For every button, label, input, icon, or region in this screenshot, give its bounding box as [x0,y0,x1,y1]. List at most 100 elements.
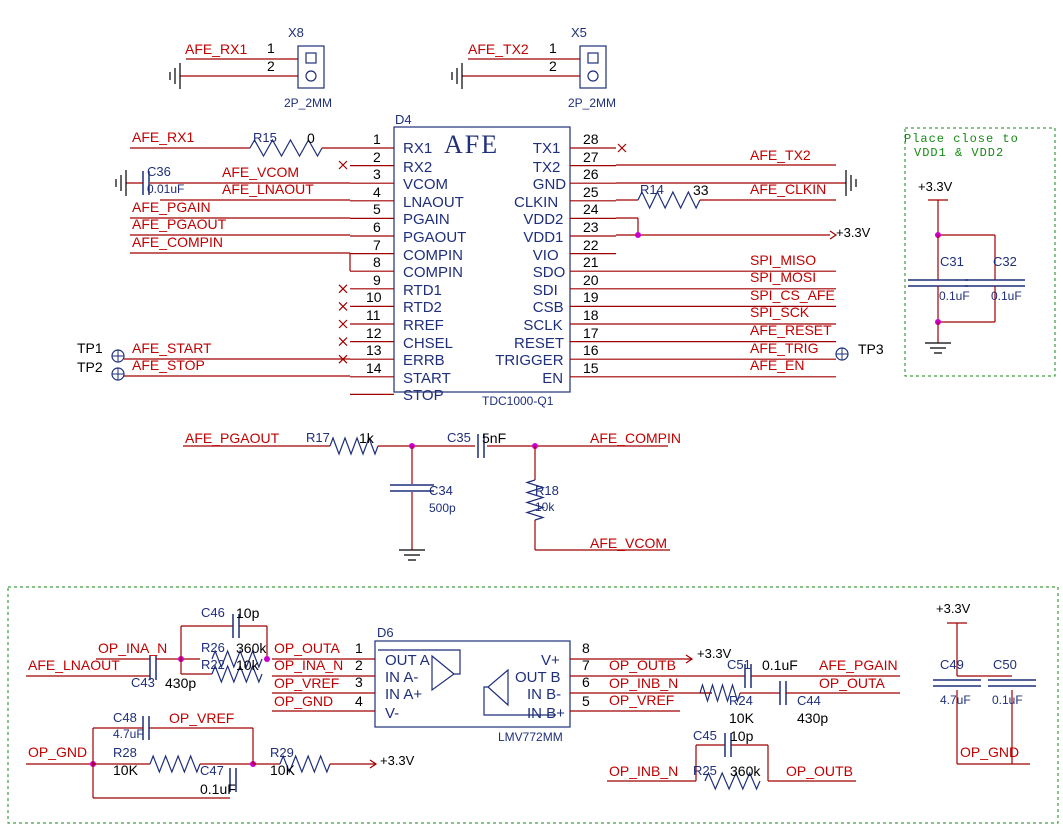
net-op-outb-2: OP_OUTB [786,763,853,779]
op-supply-arrow [685,654,694,664]
net-afe-tx2: AFE_TX2 [750,147,811,163]
r14-ref: R14 [640,182,664,197]
x5-ground [451,63,463,89]
x8-footprint: 2P_2MM [284,96,333,110]
c46-ref: C46 [201,605,225,620]
x5-net: AFE_TX2 [468,41,529,57]
supply-arrow [829,230,838,240]
c36-ref: C36 [147,164,171,179]
r29-resistor [279,754,331,774]
outa-junction [264,656,270,662]
afe-pin-num-12: 12 [366,324,382,341]
afe-pin-name-rref: RREF [403,317,444,334]
net-spi-sck: SPI_SCK [750,304,810,320]
filter-in-net: AFE_PGAOUT [185,430,280,446]
c47-ref: C47 [200,763,224,778]
net-op-vref-2: OP_VREF [169,710,235,726]
x8-ground [169,63,181,89]
r24-value: 10K [729,710,754,726]
afe-pin-name-rx2: RX2 [403,158,433,176]
op-body [374,640,571,728]
afe-pin-name-sdi: SDI [532,281,558,299]
afe-pin-num-27: 27 [583,148,599,165]
net-afe-vcom: AFE_VCOM [222,164,300,180]
net-op-ina-n-2: OP_INA_N [274,657,344,673]
net-op-vref-3: OP_VREF [609,692,675,708]
afe-pin-num-24: 24 [583,201,599,218]
afe-pin-num-8: 8 [373,254,381,271]
c48-value: 4.7uF [113,727,144,741]
x8-pin2-circle [305,70,317,82]
afe-gnd-symbol [845,170,857,196]
r14-value: 33 [693,182,709,198]
c35-ref: C35 [447,430,471,445]
afe-pin-num-1: 1 [373,131,381,147]
r29-supply-arrow [369,759,378,769]
c49-capacitor [933,679,981,687]
net-afe-stop: AFE_STOP [132,357,205,373]
r26-value: 360k [236,640,267,656]
r26-resistor [211,649,263,669]
op-pin-num-4: 4 [355,693,363,709]
afe-pin-num-15: 15 [583,359,599,376]
c51-ref: C51 [727,657,751,672]
c50-capacitor [988,679,1036,687]
afe-pin-name-compin: COMPIN [403,264,463,282]
afe-pin-name-rx1: RX1 [403,140,433,157]
c32-capacitor [965,279,1025,287]
op-pin-num-6: 6 [582,674,590,690]
r18-resistor [524,479,546,521]
afe-pin-name-vcom: VCOM [403,176,448,194]
r29-value: 10K [270,762,295,778]
decoupling-note-line2: VDD1 & VDD2 [914,146,1005,160]
afe-pin-name-en: EN [542,369,564,387]
c44-capacitor [779,681,787,705]
r17-resistor [329,436,379,456]
decoupling-ground [925,342,951,354]
afe-pin-name-chsel: CHSEL [403,334,454,352]
tp1-testpoint-cross [112,350,124,362]
op-amp-a-triangle [431,654,455,692]
afe-pin-name-tx1: TX1 [532,140,561,157]
afe-pin-name-vio: VIO [532,246,559,264]
afe-pin-num-28: 28 [583,131,599,147]
decoupling-note-line1: Place close to [904,132,1019,146]
net-op-outa-2: OP_OUTA [819,675,885,691]
x5-pin1: 1 [549,40,557,56]
c34-ref: C34 [429,483,453,498]
c31-capacitor [908,279,968,287]
c35-capacitor [477,434,485,458]
c48-ref: C48 [113,710,137,725]
r22-ref: R22 [201,657,225,672]
afe-pin-name-vdd1: VDD1 [523,229,564,246]
afe-pin-num-7: 7 [373,236,381,253]
afe-part: TDC1000-Q1 [482,394,554,408]
op-amp-b-triangle [487,668,509,707]
net-afe-trig: AFE_TRIG [750,340,819,356]
net-afe-lnaout: AFE_LNAOUT [222,181,314,197]
afe-pin-name-vdd2: VDD2 [523,211,564,229]
c50-ref: C50 [993,657,1017,672]
afe-pin-num-25: 25 [583,183,599,200]
x8-pin1: 1 [267,40,275,56]
c43-value: 430p [165,675,197,691]
d6-part: LMV772MM [498,730,563,744]
afe-ref: D4 [395,112,412,127]
net-afe-pgain: AFE_PGAIN [132,199,211,215]
tp3-testpoint-cross [836,348,848,360]
afe-pin-name-trigger: TRIGGER [495,352,564,370]
net-afe-compin: AFE_COMPIN [132,234,224,250]
afe-pin-name-stop: STOP [403,387,444,405]
op-pin-name-3: IN A+ [385,686,423,703]
net-afe-rx1: AFE_RX1 [132,129,195,145]
r15-resistor [249,138,323,158]
net-afe-reset: AFE_RESET [750,322,832,338]
afe-title: AFE [444,130,500,159]
afe-pin-num-17: 17 [583,324,599,341]
afe-nc-12 [338,337,348,347]
afe-pin-num-6: 6 [373,219,381,235]
op-pin-num-2: 2 [355,657,363,673]
afe-pin-name-pgaout: PGAOUT [403,229,467,246]
r18-ref: R18 [535,483,559,498]
